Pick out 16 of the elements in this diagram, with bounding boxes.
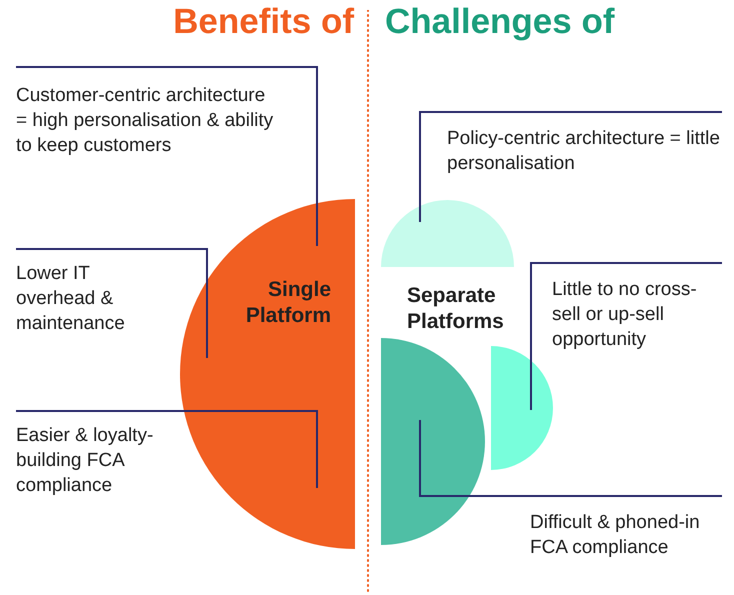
leader-line bbox=[419, 420, 722, 497]
leader-line bbox=[16, 248, 208, 358]
callout-text: Lower IT overhead & maintenance bbox=[16, 249, 151, 339]
callout-text: Easier & loyalty-building FCA compliance bbox=[16, 411, 176, 511]
heading: Benefits of bbox=[173, 2, 354, 42]
leader-line bbox=[419, 111, 722, 222]
callout-text: Policy-centric architecture = little personalisation bbox=[440, 112, 722, 182]
platform-label: Separate Platforms bbox=[407, 283, 505, 335]
leader-line bbox=[16, 66, 318, 246]
leader-line bbox=[530, 262, 722, 410]
callout-text: Customer-centric architecture = high personalisation & ability to keep customers bbox=[16, 67, 278, 177]
heading: Challenges of bbox=[385, 2, 614, 42]
callout-text: Difficult & phoned-in FCA compliance bbox=[525, 496, 722, 566]
leader-line bbox=[16, 410, 318, 488]
callout-text: Little to no cross-sell or up-sell opportunity bbox=[545, 263, 722, 363]
platform-label: Single Platform bbox=[244, 277, 331, 329]
